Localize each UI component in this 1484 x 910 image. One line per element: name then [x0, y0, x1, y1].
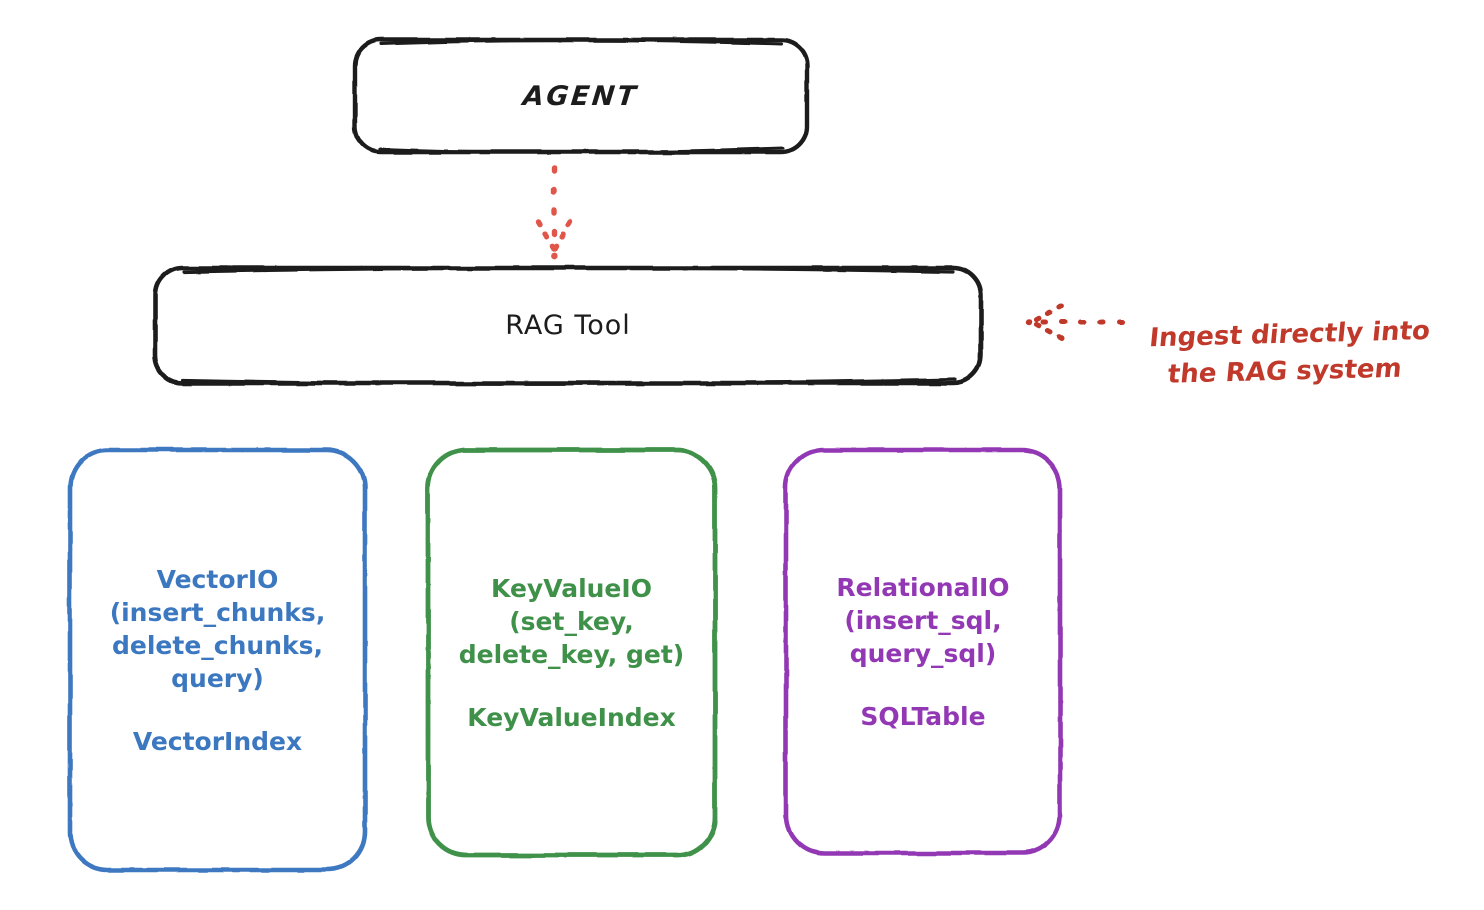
- relationalio-box-outline: [783, 447, 1063, 856]
- keyvalueio-box-outline: [425, 447, 718, 858]
- node-relational-io[interactable]: RelationalIO (insert_sql, query_sql) SQL…: [786, 450, 1060, 853]
- vectorio-box-outline: [67, 447, 368, 873]
- node-rag-tool[interactable]: RAG Tool: [155, 268, 981, 383]
- relational-io-index-label: SQLTable: [860, 701, 986, 731]
- node-agent[interactable]: AGENT: [355, 40, 807, 152]
- agent-label: AGENT: [521, 80, 641, 112]
- vector-io-api-label: VectorIO (insert_chunks, delete_chunks, …: [109, 564, 326, 693]
- relational-io-api-label: RelationalIO (insert_sql, query_sql): [836, 572, 1010, 668]
- ingest-annotation-line1: Ingest directly into: [1147, 315, 1432, 354]
- node-key-value-io[interactable]: KeyValueIO (set_key, delete_key, get) Ke…: [428, 450, 715, 855]
- agent-to-rag-connector: [535, 165, 573, 260]
- key-value-io-api-label: KeyValueIO (set_key, delete_key, get): [458, 573, 685, 669]
- key-value-io-index-label: KeyValueIndex: [467, 702, 676, 732]
- vector-io-index-label: VectorIndex: [132, 726, 303, 756]
- agent-box-outline: [352, 37, 810, 155]
- rag-tool-box-outline: [152, 265, 984, 386]
- rag-tool-label: RAG Tool: [505, 310, 631, 341]
- ingest-arrow: [1025, 303, 1125, 341]
- ingest-annotation-line2: the RAG system: [1166, 353, 1404, 390]
- node-vector-io[interactable]: VectorIO (insert_chunks, delete_chunks, …: [70, 450, 365, 870]
- ingest-annotation: Ingest directly into the RAG system: [1140, 275, 1484, 431]
